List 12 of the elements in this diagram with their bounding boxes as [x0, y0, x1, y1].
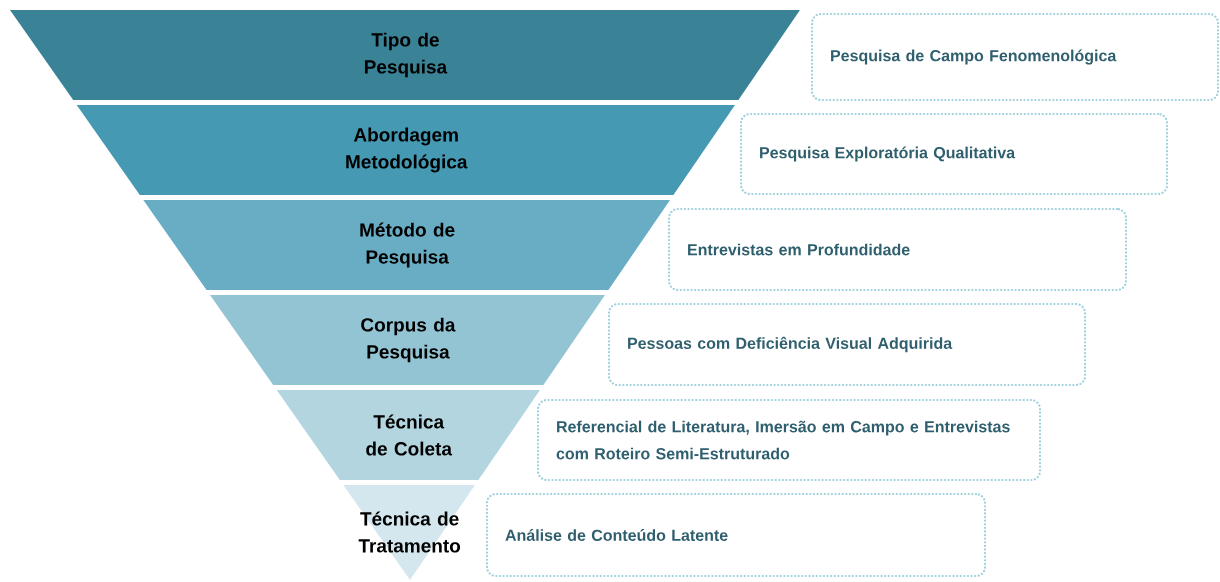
text-box: Pesquisa de Campo Fenomenológica	[810, 12, 1220, 102]
funnel-band: Abordagem Metodológica	[76, 105, 735, 195]
funnel-band: Método de Pesquisa	[143, 200, 670, 290]
funnel-band: Tipo de Pesquisa	[10, 10, 800, 100]
text-box: Análise de Conteúdo Latente	[485, 492, 987, 578]
funnel-band: Técnica de Tratamento	[343, 485, 475, 580]
funnel-band: Corpus da Pesquisa	[210, 295, 605, 385]
text-box: Referencial de Literatura, Imersão em Campo e Entrevistas com Roteiro Semi-Estruturado	[536, 398, 1042, 482]
funnel-band: Técnica de Coleta	[276, 390, 540, 480]
text-box: Pessoas com Deficiência Visual Adquirida	[607, 302, 1087, 387]
text-box: Entrevistas em Profundidade	[667, 207, 1128, 292]
text-box: Pesquisa Exploratória Qualitativa	[739, 112, 1169, 196]
